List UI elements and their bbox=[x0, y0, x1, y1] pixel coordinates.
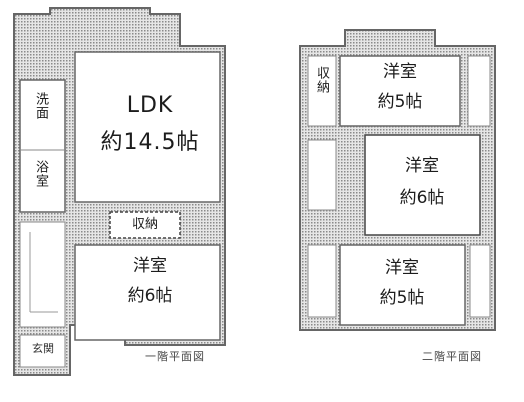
room-size-ldk: 約14.5帖 bbox=[100, 130, 200, 155]
room-name-ldk: LDK bbox=[126, 93, 174, 118]
room-name-entrance: 玄関 bbox=[32, 342, 54, 355]
room-size-western-2f-3: 約5帖 bbox=[379, 288, 425, 308]
room-name-western-2f-3: 洋室 bbox=[385, 258, 419, 278]
room-size-western-2f-1: 約5帖 bbox=[377, 92, 423, 112]
room-name-storage-2f: 収納 bbox=[314, 66, 329, 94]
room-name-storage-1f: 収納 bbox=[131, 217, 158, 232]
room-name-western-2f-1: 洋室 bbox=[383, 62, 417, 82]
room-name-western-2f-2: 洋室 bbox=[405, 156, 439, 176]
room-size-western-1f: 約6帖 bbox=[127, 286, 173, 306]
room-name-bath: 浴室 bbox=[33, 160, 48, 188]
floor-plan-2f-drawing bbox=[299, 29, 496, 331]
floor-caption-2f: 二階平面図 bbox=[422, 350, 482, 363]
room-name-washroom: 洗面 bbox=[33, 92, 48, 120]
floor-plan-2f: 収納 洋室 約5帖 洋室 約6帖 洋室 約5帖 二階平面図 bbox=[290, 0, 524, 402]
floor-caption-1f: 一階平面図 bbox=[145, 350, 205, 363]
floor-plan-1f: LDK 約14.5帖 洗面 浴室 収納 洋室 約6帖 玄関 一階平面図 bbox=[0, 0, 240, 402]
floor-plan-1f-drawing bbox=[13, 7, 226, 376]
room-name-western-1f: 洋室 bbox=[133, 256, 167, 276]
room-size-western-2f-2: 約6帖 bbox=[399, 188, 445, 208]
